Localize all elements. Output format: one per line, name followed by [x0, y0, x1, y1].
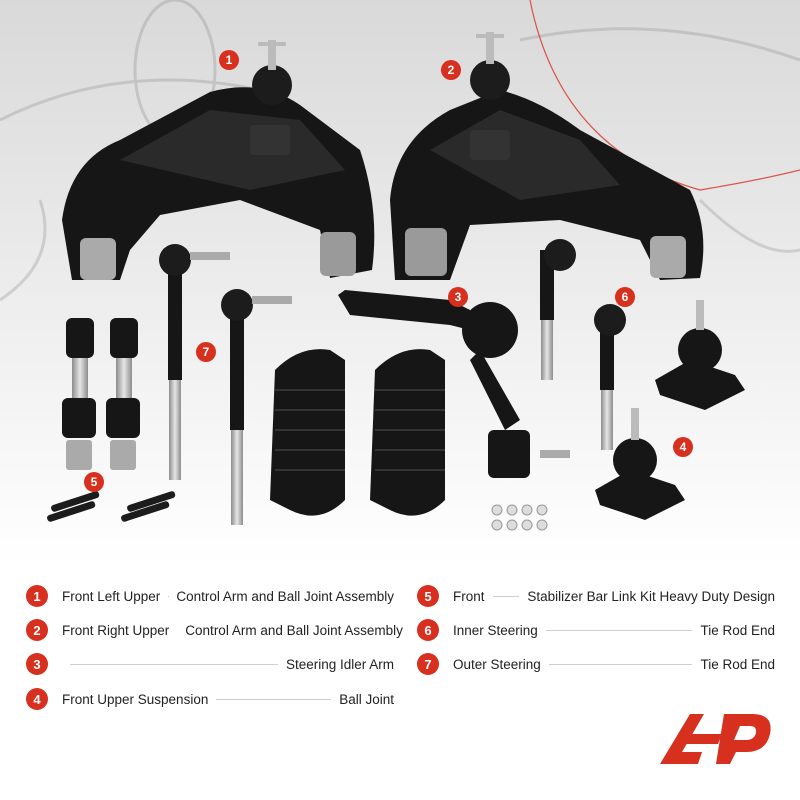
legend-number: 2 [26, 619, 48, 641]
legend-number: 6 [417, 619, 439, 641]
legend-number: 3 [26, 653, 48, 675]
legend-number: 1 [26, 585, 48, 607]
legend-label-left: Outer Steering [453, 656, 541, 672]
legend-number: 5 [417, 585, 439, 607]
inner-tie-rods [540, 239, 626, 450]
control-arm-right [390, 32, 704, 280]
legend-number: 7 [417, 653, 439, 675]
legend-item-1: 1 Front Left Upper Control Arm and Ball … [26, 584, 394, 608]
leader-line [545, 629, 693, 631]
legend-item-2: 2 Front Right Upper Control Arm and Ball… [26, 618, 403, 642]
logo-icon [660, 714, 771, 764]
legend-label-left: Front Upper Suspension [62, 691, 209, 707]
leader-line [216, 698, 332, 700]
legend-number: 4 [26, 688, 48, 710]
callout-6: 6 [615, 287, 635, 307]
callout-2: 2 [441, 60, 461, 80]
legend-label-left: Inner Steering [453, 622, 538, 638]
legend-label-right: Ball Joint [339, 691, 394, 707]
legend-label-right: Steering Idler Arm [285, 656, 394, 672]
callout-7: 7 [196, 342, 216, 362]
parts-legend: 1 Front Left Upper Control Arm and Ball … [0, 565, 800, 800]
legend-label-left: Front [453, 588, 485, 604]
leader-line [70, 663, 278, 665]
callout-5: 5 [84, 472, 104, 492]
callout-4: 4 [673, 437, 693, 457]
legend-label-right: Tie Rod End [700, 656, 775, 672]
control-arm-left [62, 40, 375, 280]
legend-item-6: 6 Inner Steering Tie Rod End [417, 618, 775, 642]
a-premium-logo [652, 708, 774, 766]
hardware-nuts [491, 504, 548, 531]
parts-illustration [0, 0, 800, 565]
legend-label-right: Tie Rod End [700, 622, 775, 638]
stabilizer-links [47, 318, 176, 522]
callout-1: 1 [219, 50, 239, 70]
leader-line [548, 663, 693, 665]
outer-tie-rods [159, 244, 292, 525]
product-photo: 1 2 3 4 5 6 7 [0, 0, 800, 565]
callout-3: 3 [448, 287, 468, 307]
legend-label-right: Stabilizer Bar Link Kit Heavy Duty Desig… [527, 588, 775, 604]
legend-label-right: Control Arm and Ball Joint Assembly [185, 622, 403, 638]
legend-label-right: Control Arm and Ball Joint Assembly [176, 588, 394, 604]
legend-label-left: Front Right Upper [62, 622, 170, 638]
legend-label-left: Front Left Upper [62, 588, 161, 604]
legend-item-5: 5 Front Stabilizer Bar Link Kit Heavy Du… [417, 584, 775, 608]
legend-item-7: 7 Outer Steering Tie Rod End [417, 652, 775, 676]
idler-arm [338, 290, 570, 478]
legend-item-3: 3 Steering Idler Arm [26, 652, 394, 676]
ball-joints [595, 300, 745, 520]
legend-item-4: 4 Front Upper Suspension Ball Joint [26, 687, 394, 711]
leader-line [492, 595, 520, 597]
